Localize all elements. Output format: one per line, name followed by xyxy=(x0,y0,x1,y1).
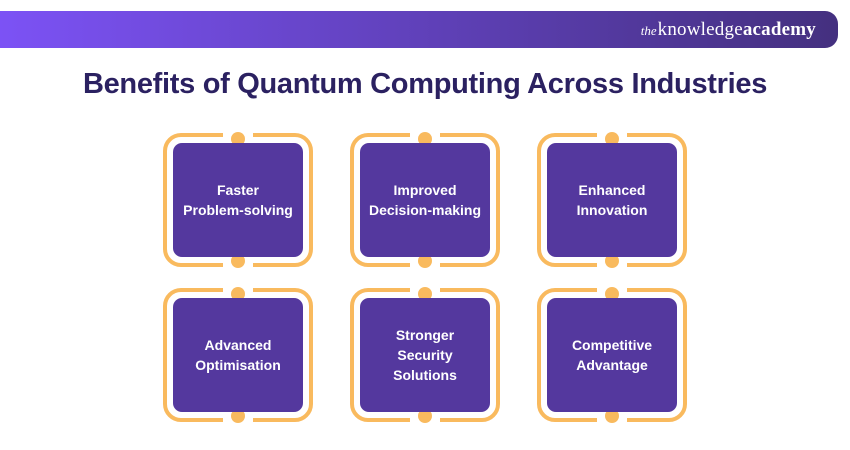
card-enhanced-innovation: Enhanced Innovation xyxy=(537,132,687,268)
frame-dot-top-icon xyxy=(231,287,245,301)
logo-knowledge: knowledge xyxy=(657,18,743,40)
card-body: Competitive Advantage xyxy=(547,298,677,412)
knowledge-academy-logo: the knowledge academy xyxy=(641,19,816,41)
frame-dot-bottom-icon xyxy=(605,409,619,423)
card-body: Advanced Optimisation xyxy=(173,298,303,412)
card-body: Faster Problem-solving xyxy=(173,143,303,257)
card-faster-problem-solving: Faster Problem-solving xyxy=(163,132,313,268)
benefits-grid: Faster Problem-solving Improved Decision… xyxy=(163,132,687,423)
card-advanced-optimisation: Advanced Optimisation xyxy=(163,287,313,423)
frame-dot-bottom-icon xyxy=(231,254,245,268)
card-label: Faster Problem-solving xyxy=(183,181,293,218)
card-label: Stronger Security Solutions xyxy=(393,326,457,384)
frame-dot-top-icon xyxy=(605,132,619,146)
card-label: Enhanced Innovation xyxy=(576,181,648,218)
frame-dot-top-icon xyxy=(418,132,432,146)
frame-dot-top-icon xyxy=(418,287,432,301)
card-competitive-advantage: Competitive Advantage xyxy=(537,287,687,423)
frame-dot-bottom-icon xyxy=(605,254,619,268)
card-body: Improved Decision-making xyxy=(360,143,490,257)
frame-dot-top-icon xyxy=(605,287,619,301)
top-banner: the knowledge academy xyxy=(0,11,838,48)
card-stronger-security-solutions: Stronger Security Solutions xyxy=(350,287,500,423)
logo-the: the xyxy=(640,22,657,38)
card-body: Stronger Security Solutions xyxy=(360,298,490,412)
frame-dot-top-icon xyxy=(231,132,245,146)
card-body: Enhanced Innovation xyxy=(547,143,677,257)
frame-dot-bottom-icon xyxy=(418,254,432,268)
frame-dot-bottom-icon xyxy=(231,409,245,423)
page-title: Benefits of Quantum Computing Across Ind… xyxy=(82,68,768,100)
frame-dot-bottom-icon xyxy=(418,409,432,423)
card-label: Competitive Advantage xyxy=(571,336,653,373)
card-improved-decision-making: Improved Decision-making xyxy=(350,132,500,268)
card-label: Improved Decision-making xyxy=(368,181,482,218)
logo-academy: academy xyxy=(742,18,816,40)
card-label: Advanced Optimisation xyxy=(195,336,281,373)
